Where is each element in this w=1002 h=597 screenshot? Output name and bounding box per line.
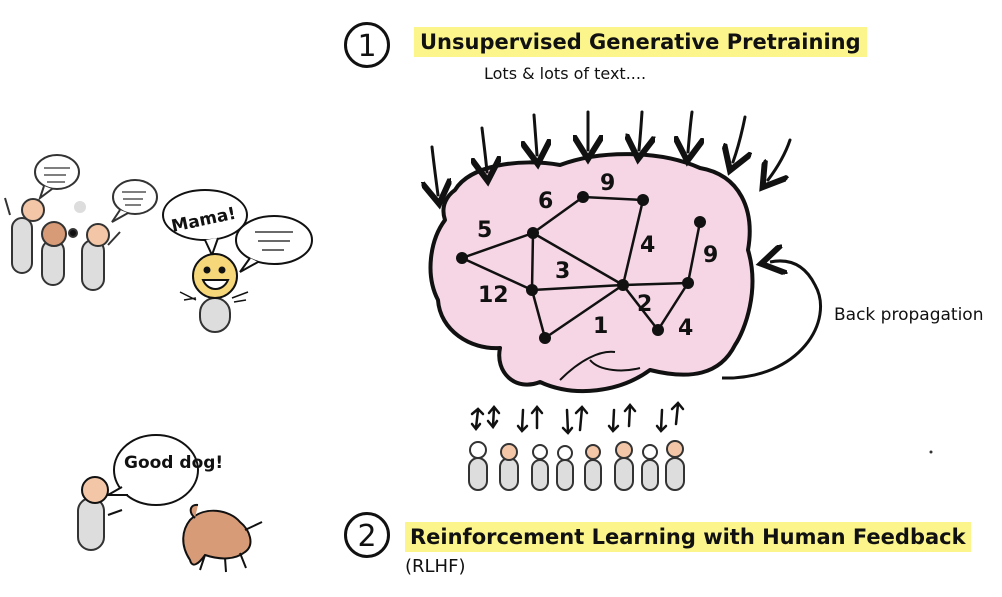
edge-weight-label: 1 <box>593 314 608 339</box>
back-propagation-label: Back propagation <box>834 305 984 325</box>
edge-weight-label: 5 <box>477 218 492 243</box>
model-blob <box>428 152 755 393</box>
feedback-arrows <box>470 401 685 435</box>
step-1-number: 1 <box>344 22 390 68</box>
edge-weight-label: 9 <box>703 243 718 268</box>
node <box>527 227 539 239</box>
node <box>637 194 649 206</box>
node <box>682 277 694 289</box>
text-input-arrows <box>432 110 792 195</box>
step-2-number: 2 <box>344 512 390 558</box>
node <box>456 252 468 264</box>
node <box>577 191 589 203</box>
human-feedback-people <box>468 440 685 491</box>
network-nodes <box>456 191 706 344</box>
good-dog-speech-text: Good dog! <box>124 453 223 473</box>
node <box>652 324 664 336</box>
node <box>617 279 629 291</box>
node <box>526 284 538 296</box>
step-1-subtitle: Lots & lots of text.... <box>484 64 647 83</box>
edge-weight-label: 9 <box>600 171 615 196</box>
edge-weight-label: 2 <box>637 292 652 317</box>
edge-weight-label: 4 <box>640 233 655 258</box>
step-2-title: Reinforcement Learning with Human Feedba… <box>405 522 971 552</box>
node <box>694 216 706 228</box>
edge-weight-label: 4 <box>678 316 693 341</box>
step-2-subtitle: (RLHF) <box>405 556 466 577</box>
edge-weight-label: 12 <box>478 283 509 308</box>
mama-child <box>162 189 313 333</box>
edge-weight-label: 3 <box>555 259 570 284</box>
children-group <box>4 154 158 291</box>
edge-weight-label: 6 <box>538 189 553 214</box>
good-dog-scene <box>77 434 263 573</box>
step-1-title: Unsupervised Generative Pretraining <box>414 27 867 57</box>
stray-dot <box>929 450 933 454</box>
node <box>539 332 551 344</box>
back-propagation-arrow <box>721 261 822 380</box>
network-edges <box>460 195 702 340</box>
